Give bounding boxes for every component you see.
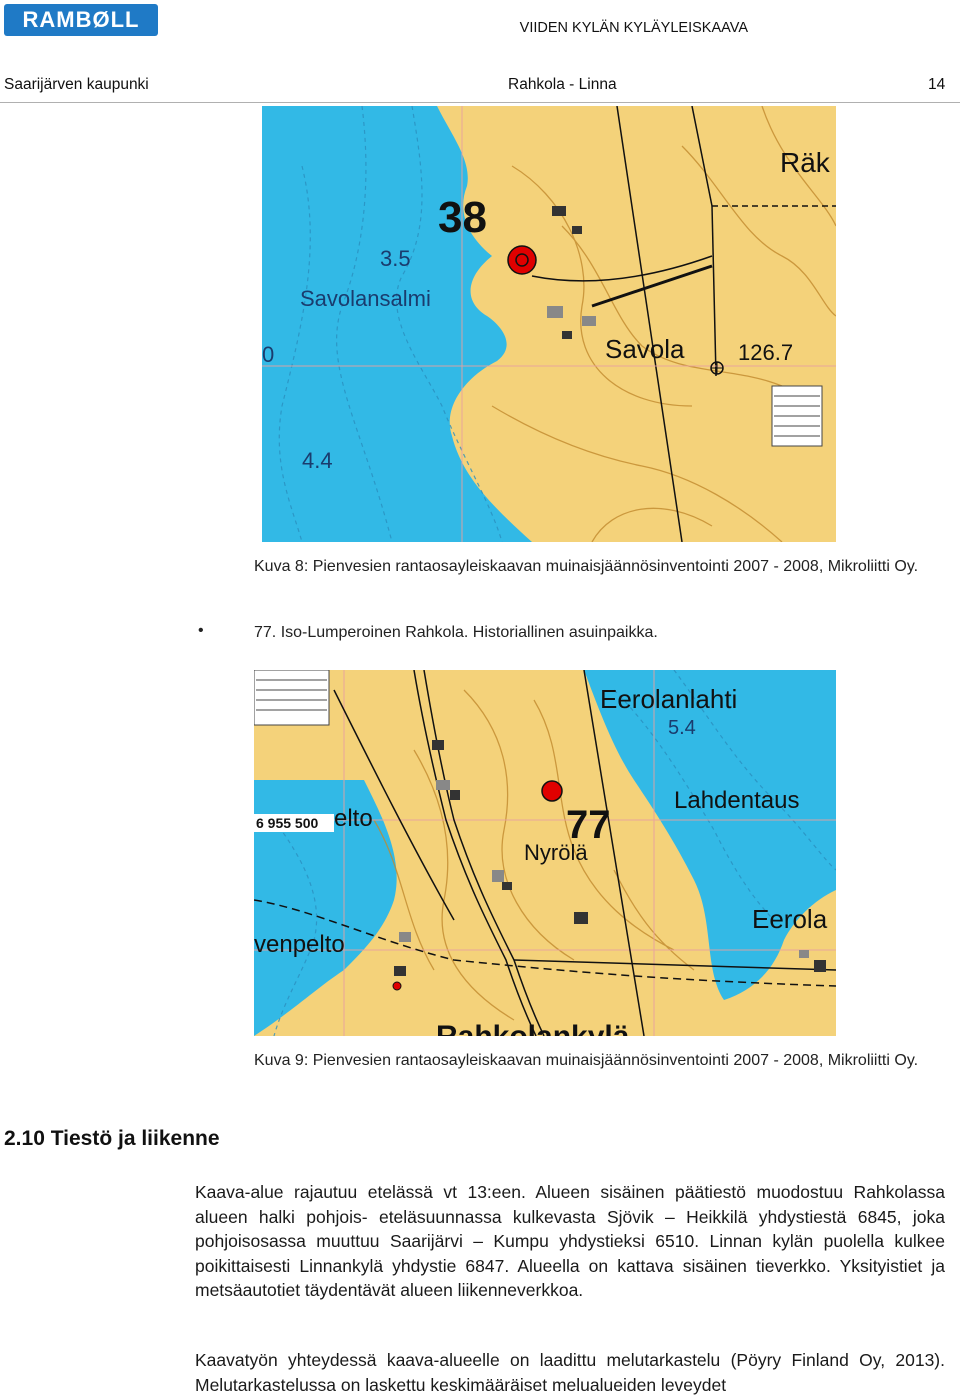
map-9-graphic: Eerolanlahti 5.4 6 955 500 elto 77 Nyröl… [254,670,836,1036]
bullet-item-77: 77. Iso-Lumperoinen Rahkola. Historialli… [254,624,658,641]
bullet-marker: • [198,622,204,639]
document-title: VIIDEN KYLÄN KYLÄYLEISKAAVA [519,20,748,36]
city-name: Saarijärven kaupunki [4,76,149,93]
map9-depth-label: 5.4 [668,717,696,739]
body-paragraph-1: Kaava-alue rajautuu etelässä vt 13:een. … [195,1182,945,1300]
ramboll-logo: RAMBØLL [4,4,158,36]
map8-bay-label: Savolansalmi [300,286,431,311]
map9-site-number: 77 [566,803,611,847]
map9-village-label: Rahkolankylä [436,1020,630,1036]
map9-field-label-2: venpelto [254,931,345,958]
map-figure-9: Eerolanlahti 5.4 6 955 500 elto 77 Nyröl… [254,670,836,1036]
map8-height-label: 126.7 [738,340,793,365]
map9-field-label-1: elto [334,805,373,832]
map8-depth-label: 3.5 [380,246,411,271]
section-heading: 2.10 Tiestö ja liikenne [4,1127,220,1150]
map9-farm-label-2: Eerola [752,904,828,934]
figure-8-caption: Kuva 8: Pienvesien rantaosayleiskaavan m… [254,558,919,575]
map8-edge-label-top: Räk [780,147,831,178]
map9-coordinate-label: 6 955 500 [256,815,318,831]
figure-9-caption: Kuva 9: Pienvesien rantaosayleiskaavan m… [254,1052,919,1069]
map-figure-8: 38 3.5 Savolansalmi Savola 126.7 4.4 Räk… [262,106,836,542]
map8-farm-label: Savola [605,334,685,364]
map9-place-label: Lahdentaus [674,787,799,814]
map-8-graphic: 38 3.5 Savolansalmi Savola 126.7 4.4 Räk… [262,106,836,542]
header-divider [0,102,960,103]
map9-farm-label-1: Nyrölä [524,840,588,865]
site-38-marker [507,245,537,275]
site-77-marker [541,780,563,802]
page-number: 14 [928,76,946,93]
map8-edge-label-left: 0 [262,342,274,367]
body-paragraph-2: Kaavatyön yhteydessä kaava-alueelle on l… [195,1350,945,1395]
map9-bay-label: Eerolanlahti [600,684,737,714]
map8-site-number: 38 [438,193,487,242]
location-name: Rahkola - Linna [508,76,617,93]
map8-depth-label-2: 4.4 [302,448,333,473]
